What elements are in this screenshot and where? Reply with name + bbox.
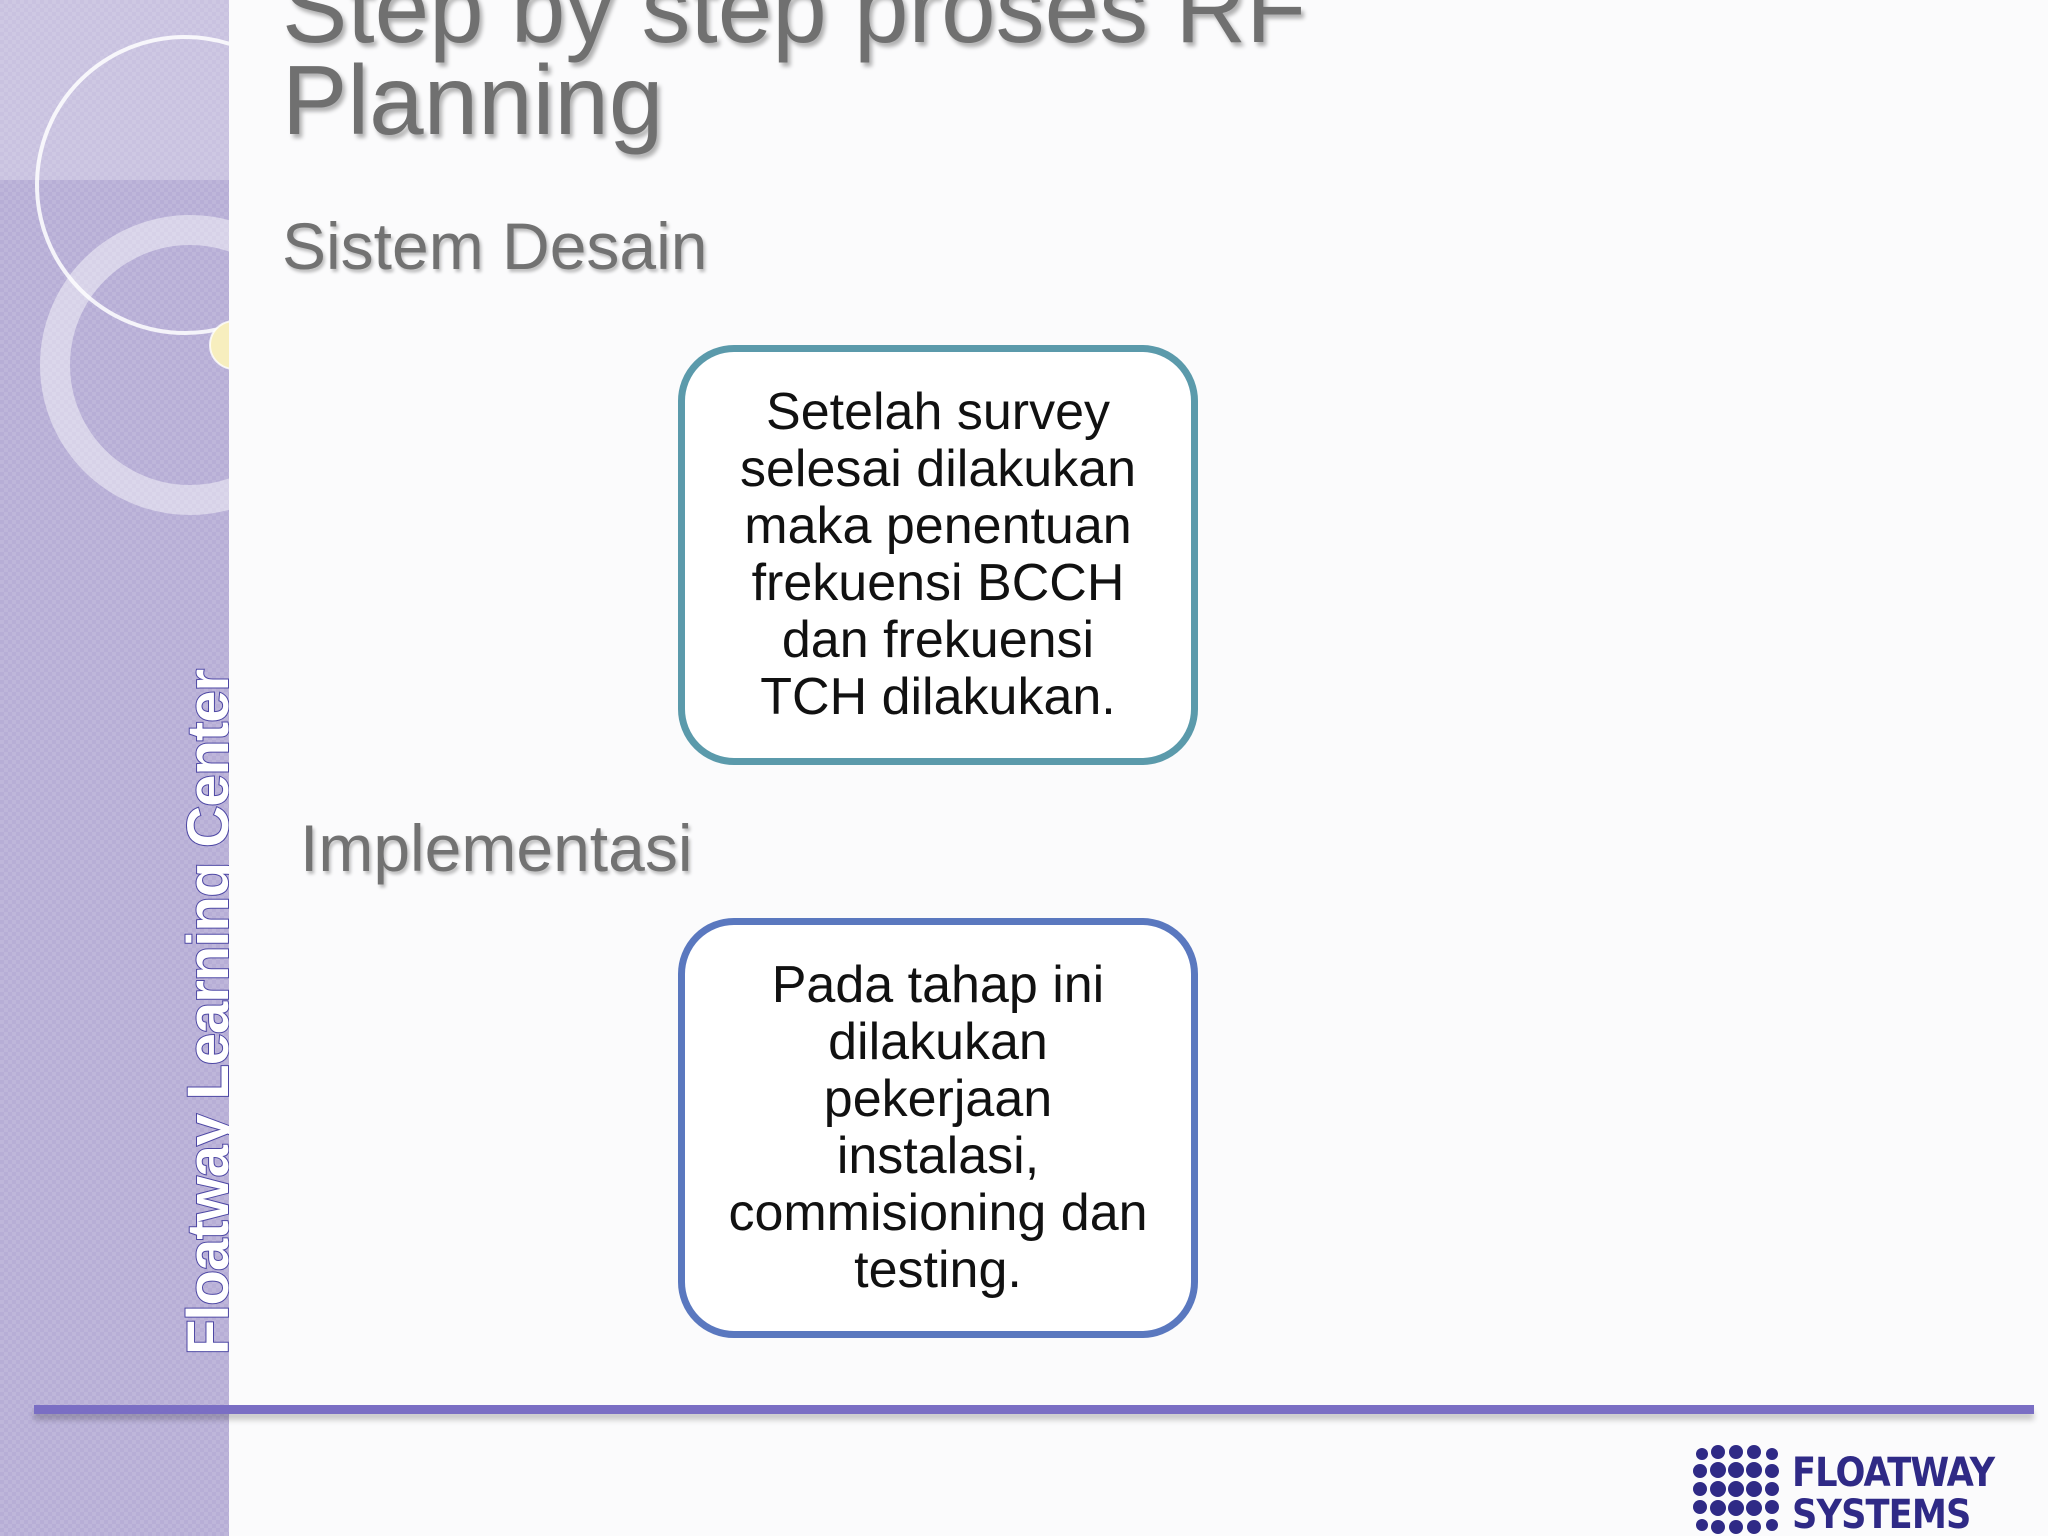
logo-line-systems: SYSTEMS <box>1792 1492 1971 1536</box>
logo-line-floatway: FLOATWAY <box>1792 1450 1995 1496</box>
slide-title: Step by step proses RF Planning <box>282 0 1982 149</box>
dot-grid-logo-icon <box>1693 1445 1779 1534</box>
sidebar-brand-text: Floatway Learning Center <box>175 669 229 1356</box>
decorative-circles-icon <box>35 35 229 515</box>
logo-wordmark: FLOATWAY SYSTEMS <box>1792 1450 1995 1536</box>
sidebar-decoration: Floatway Learning Center <box>0 0 229 1536</box>
floatway-logo: FLOATWAY SYSTEMS <box>1690 1440 2010 1536</box>
implementasi-box: Pada tahap ini dilakukan pekerjaan insta… <box>678 918 1198 1338</box>
implementasi-text: Pada tahap ini dilakukan pekerjaan insta… <box>728 956 1148 1299</box>
section-label-implementasi: Implementasi <box>300 811 693 885</box>
footer-divider <box>34 1405 2034 1414</box>
slide-title-text: Step by step proses RF Planning <box>282 0 1307 155</box>
sistem-desain-box: Setelah survey selesai dilakukan maka pe… <box>678 345 1198 765</box>
section-label-sistem-desain: Sistem Desain <box>282 209 708 283</box>
sistem-desain-text: Setelah survey selesai dilakukan maka pe… <box>739 383 1137 726</box>
sidebar-top-panel <box>0 0 229 180</box>
